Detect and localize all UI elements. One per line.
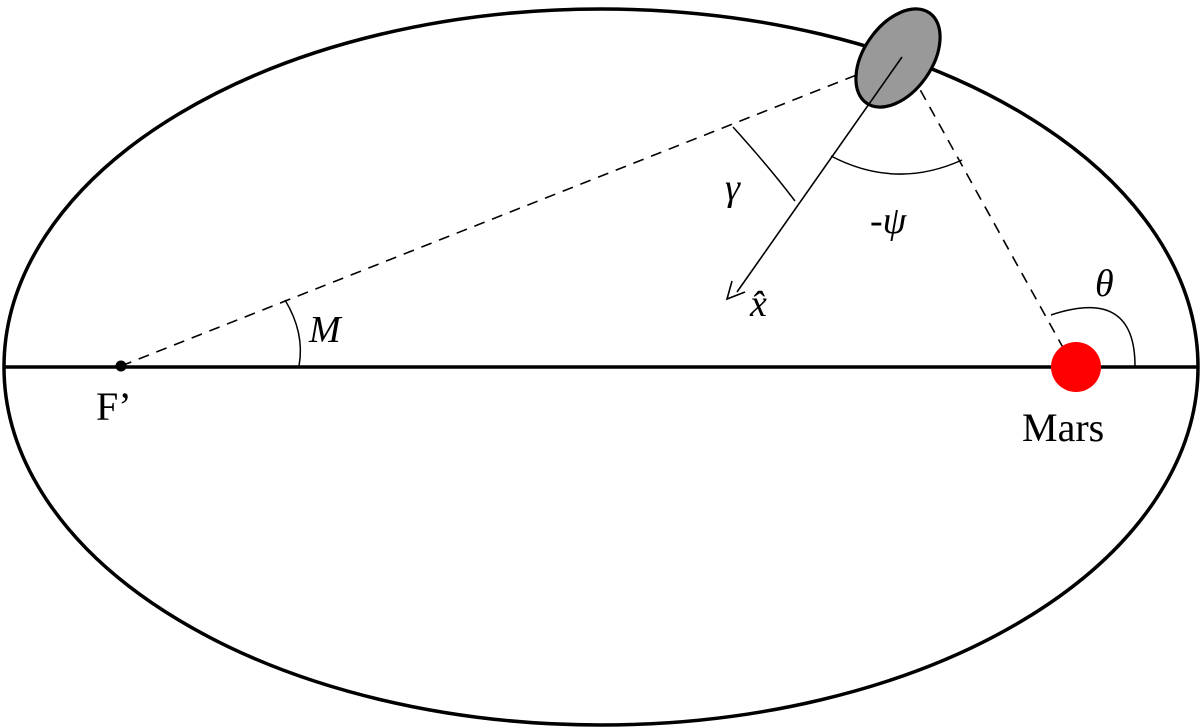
focus-to-moon-dashed-line <box>120 56 903 367</box>
focus-point <box>115 360 127 372</box>
planet-label: Mars <box>1022 405 1104 450</box>
gamma-label: γ <box>725 167 741 209</box>
mars-planet <box>1051 342 1101 392</box>
focus-label: F’ <box>96 384 132 429</box>
theta-label: θ <box>1095 263 1114 305</box>
angle-m-arc <box>284 299 302 367</box>
angle-psi-arc <box>830 155 963 175</box>
x-hat-label: x̂ <box>749 283 767 325</box>
moon-body <box>854 7 942 109</box>
mars-to-moon-dashed-line <box>901 56 1072 363</box>
angle-gamma-arc <box>732 126 796 202</box>
angle-theta-arc <box>1050 307 1136 367</box>
psi-label: -ψ <box>870 200 908 242</box>
mean-anomaly-label: M <box>308 309 343 351</box>
x-hat-arrowhead <box>725 280 746 301</box>
x-hat-axis-line <box>736 56 903 293</box>
